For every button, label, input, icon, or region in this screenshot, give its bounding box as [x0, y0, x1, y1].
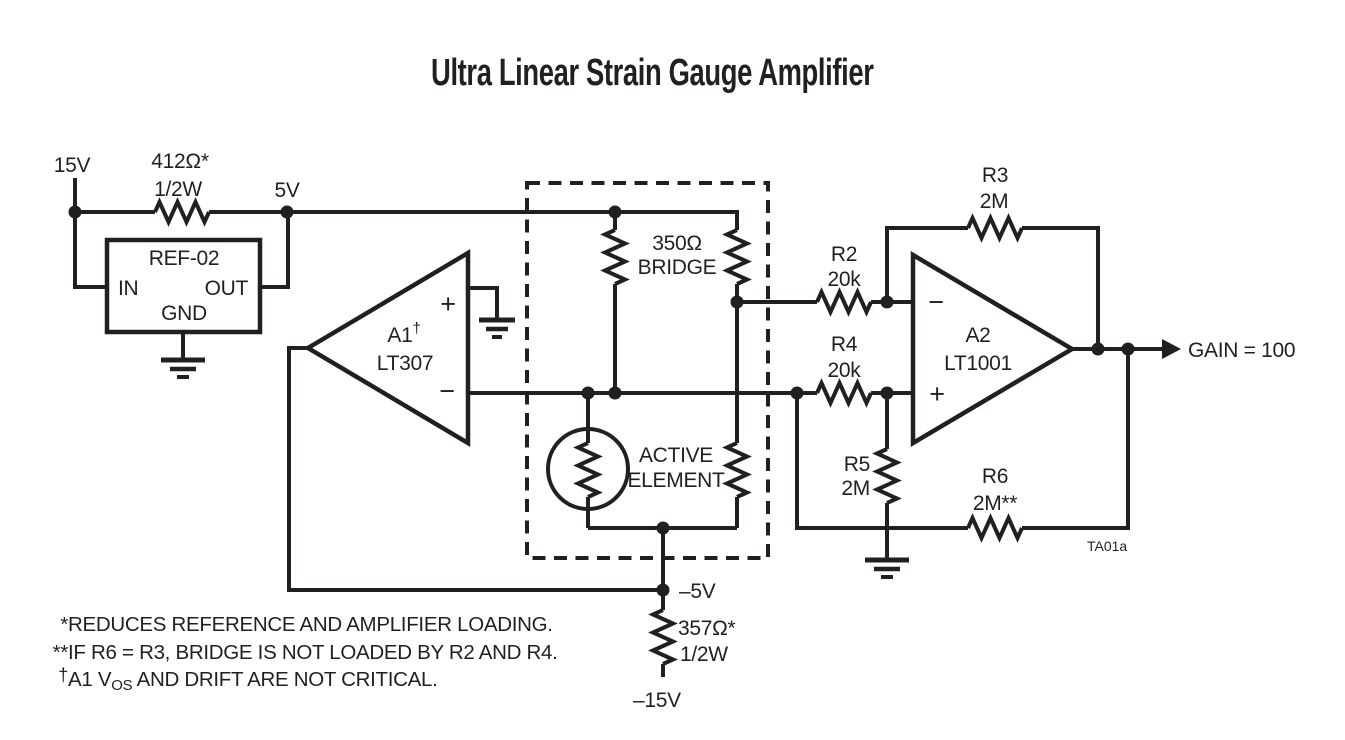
- resistor-bridge-left: [600, 228, 630, 286]
- wires: [73, 178, 1164, 677]
- label-a1-minus: −: [439, 376, 454, 406]
- wire-5v-rail: [209, 210, 739, 230]
- wire-r3-to-output: [1022, 226, 1100, 349]
- label-r2-value: 20k: [828, 268, 862, 291]
- footnote-1-marker: *: [60, 613, 68, 636]
- wire-a1-feedback: [287, 346, 663, 592]
- label-r412-value: 412Ω*: [151, 150, 209, 173]
- wire-5v-to-ref-out: [260, 212, 290, 289]
- label-r4-value: 20k: [828, 359, 862, 382]
- label-a2-plus: +: [929, 379, 944, 409]
- label-r357-value: 357Ω*: [678, 617, 736, 640]
- footnote-2-marker: **: [52, 640, 69, 664]
- ground-symbol-r5: [865, 557, 909, 579]
- footnote-2: ** IF R6 = R3, BRIDGE IS NOT LOADED BY R…: [42, 639, 558, 667]
- footnote-2-text: IF R6 = R3, BRIDGE IS NOT LOADED BY R2 A…: [68, 640, 558, 664]
- label-15v: 15V: [54, 154, 91, 177]
- output-arrow-icon: [1162, 339, 1181, 359]
- label-bridge: BRIDGE: [638, 256, 717, 279]
- label-r6-name: R6: [982, 465, 1008, 488]
- label-ref02-name: REF-02: [149, 247, 220, 270]
- resistor-active-element: [573, 441, 603, 499]
- footnote-1: * REDUCES REFERENCE AND AMPLIFIER LOADIN…: [42, 611, 558, 639]
- label-r3-name: R3: [982, 164, 1008, 187]
- opamp-a1-body: [303, 249, 471, 447]
- label-ref02-in: IN: [118, 277, 138, 300]
- resistor-r5: [872, 447, 902, 505]
- label-bridge-value: 350Ω: [652, 232, 702, 255]
- resistor-412: [153, 197, 211, 227]
- label-neg5v: –5V: [679, 580, 716, 603]
- footnotes: * REDUCES REFERENCE AND AMPLIFIER LOADIN…: [42, 611, 558, 696]
- wire-r6-to-output: [1022, 349, 1130, 530]
- resistor-r2: [815, 287, 873, 317]
- footnote-3-marker: †: [58, 665, 68, 685]
- label-r412-power: 1/2W: [154, 178, 202, 201]
- wire-15v-to-ref-in: [73, 178, 107, 289]
- title-text: Ultra Linear Strain Gauge Amplifier: [431, 52, 874, 94]
- label-a1-plus: +: [440, 289, 455, 319]
- junction-dots: [68, 205, 1135, 597]
- wire-a2-minus-to-r3: [885, 226, 968, 302]
- footnote-3: † A1 VOS AND DRIFT ARE NOT CRITICAL.: [42, 665, 558, 696]
- wire-a1-plus-to-ground: [468, 286, 499, 318]
- label-r6-value: 2M**: [973, 492, 1017, 515]
- resistor-bridge-right-bottom: [722, 441, 752, 499]
- ground-symbol-ref02: [161, 357, 205, 379]
- label-a2-name: A2: [965, 324, 990, 347]
- opamp-a2-body: [910, 251, 1077, 447]
- label-r2-name: R2: [831, 243, 857, 266]
- resistor-357: [648, 608, 678, 666]
- footnote-1-text: REDUCES REFERENCE AND AMPLIFIER LOADING.: [68, 613, 553, 636]
- label-a2-part: LT1001: [944, 352, 1012, 375]
- resistor-bridge-right-top: [722, 228, 752, 286]
- label-figure-id: TA01a: [1087, 538, 1127, 554]
- label-a1-name: A1†: [387, 320, 420, 347]
- resistor-r6: [966, 513, 1024, 543]
- label-a2-minus: −: [928, 287, 943, 317]
- ref02-box: [104, 237, 263, 335]
- ground-symbol-a1-plus: [479, 317, 515, 339]
- label-r5-name: R5: [844, 453, 870, 476]
- footnote-3-text: A1 VOS AND DRIFT ARE NOT CRITICAL.: [68, 668, 438, 694]
- active-element-circle: [546, 427, 630, 511]
- label-active-line2: ELEMENT: [627, 469, 725, 492]
- label-r5-value: 2M: [841, 477, 870, 500]
- resistor-symbols: [153, 197, 1024, 666]
- label-neg15v: –15V: [633, 689, 681, 712]
- footnote-3-subscript: OS: [111, 677, 133, 694]
- label-r3-value: 2M: [980, 190, 1009, 213]
- label-active-line1: ACTIVE: [639, 444, 713, 467]
- label-a1-part: LT307: [377, 352, 434, 375]
- label-r4-name: R4: [831, 333, 858, 356]
- label-5v: 5V: [274, 179, 299, 202]
- label-r357-power: 1/2W: [680, 643, 728, 666]
- label-gain: GAIN = 100: [1188, 339, 1295, 362]
- bridge-boundary-dashed-box: [525, 181, 770, 560]
- label-ref02-out: OUT: [205, 277, 249, 300]
- resistor-r3: [966, 213, 1024, 243]
- wire-node-to-r6: [795, 393, 968, 530]
- label-ref02-gnd: GND: [161, 302, 207, 325]
- page-title: Ultra Linear Strain Gauge Amplifier: [345, 52, 874, 95]
- resistor-r4: [815, 378, 873, 408]
